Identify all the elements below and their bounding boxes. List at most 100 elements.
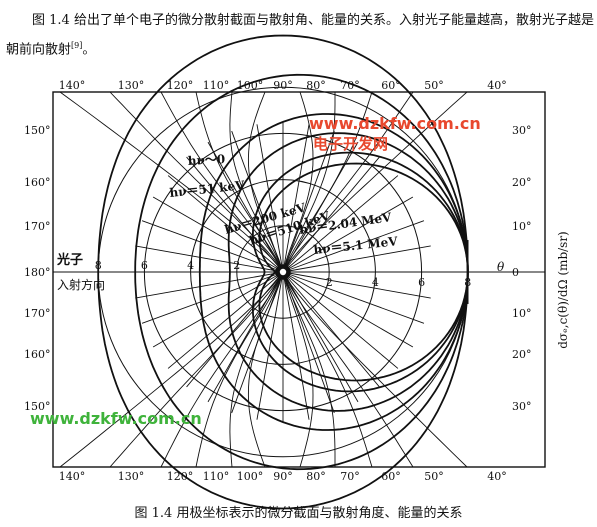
angle-arc bbox=[282, 271, 468, 468]
top-angle-label-1: 130° bbox=[118, 79, 145, 92]
bottom-angle-label-5: 90° bbox=[273, 470, 293, 483]
curve-hv-510kev bbox=[227, 132, 469, 412]
intro-reference: [9] bbox=[71, 41, 83, 50]
figure-caption: 图 1.4 用极坐标表示的微分截面与散射角度、能量的关系 bbox=[134, 506, 463, 521]
curve-hv-51kev bbox=[134, 73, 469, 471]
angle-arc bbox=[282, 92, 336, 273]
top-angle-label-4: 100° bbox=[237, 79, 264, 92]
curve-label-0: hν～0 bbox=[187, 152, 225, 168]
watermark-name: 电子开发网 bbox=[313, 135, 388, 153]
angle-arc bbox=[59, 271, 284, 468]
radial-line bbox=[282, 271, 380, 388]
tick-left-2: 2 bbox=[233, 259, 240, 272]
bottom-angle-label-8: 60° bbox=[381, 470, 401, 483]
angle-arc bbox=[282, 271, 314, 468]
left-angle-labels: 150°160°170°180°170°160°150° bbox=[24, 124, 51, 413]
bottom-angle-label-9: 50° bbox=[424, 470, 444, 483]
right-angle-label-3: 0 bbox=[512, 266, 519, 279]
bottom-angle-label-2: 120° bbox=[167, 470, 194, 483]
radial-line bbox=[207, 271, 284, 403]
radial-line bbox=[282, 196, 414, 273]
top-angle-label-3: 110° bbox=[203, 79, 230, 92]
cross-section-curves bbox=[97, 34, 469, 510]
curve-hv-200kev bbox=[198, 113, 469, 431]
angle-arc bbox=[247, 91, 284, 273]
angle-radial-lines bbox=[135, 122, 431, 422]
watermark-url-bottom: www.dzkfw.com.cn bbox=[30, 409, 202, 428]
curve-hv-2mev bbox=[252, 151, 469, 393]
radial-line bbox=[282, 220, 425, 273]
radial-line bbox=[256, 124, 284, 273]
intro-paragraph: 图 1.4 给出了单个电子的微分散射截面与散射角、能量的关系。入射光子能量越高，… bbox=[6, 8, 594, 62]
angle-arc bbox=[160, 271, 284, 468]
y-axis-label: dσₑ,c(θ)/dΩ (mb/sr) bbox=[556, 231, 570, 349]
left-angle-label-4: 170° bbox=[24, 307, 51, 320]
angle-arc bbox=[282, 271, 336, 467]
left-angle-label-1: 160° bbox=[24, 176, 51, 189]
angle-arc bbox=[229, 271, 284, 468]
left-angle-label-5: 160° bbox=[24, 348, 51, 361]
bottom-angle-label-1: 130° bbox=[118, 470, 145, 483]
radial-line bbox=[282, 271, 310, 420]
origin-marker-center bbox=[279, 268, 287, 276]
tick-right-8: 8 bbox=[464, 276, 471, 289]
top-angle-label-10: 40° bbox=[487, 79, 507, 92]
tick-left-8: 8 bbox=[95, 259, 102, 272]
right-angle-label-5: 20° bbox=[512, 348, 532, 361]
photon-label: 光子 bbox=[56, 252, 83, 268]
curve-label-51kev: hν＝51 keV bbox=[169, 178, 246, 200]
radial-line bbox=[152, 196, 284, 273]
angle-arc bbox=[282, 91, 414, 273]
bottom-angle-label-3: 110° bbox=[203, 470, 230, 483]
radial-line bbox=[135, 245, 284, 273]
bottom-angle-label-4: 100° bbox=[237, 470, 264, 483]
right-angle-label-6: 30° bbox=[512, 400, 532, 413]
radial-line bbox=[282, 271, 399, 369]
radial-line bbox=[282, 156, 380, 273]
angle-arc bbox=[160, 91, 284, 273]
radial-line bbox=[141, 271, 284, 324]
radial-line bbox=[282, 271, 414, 348]
radial-line bbox=[231, 271, 284, 414]
radial-line bbox=[186, 156, 284, 273]
radial-line bbox=[207, 141, 284, 273]
curve-hv-5mev bbox=[258, 162, 469, 382]
top-angle-label-6: 80° bbox=[306, 79, 326, 92]
angle-arc bbox=[229, 91, 284, 273]
right-angle-labels: 30°20°10°010°20°30° bbox=[512, 124, 532, 413]
bottom-angle-label-0: 140° bbox=[59, 470, 86, 483]
top-angle-label-0: 140° bbox=[59, 79, 86, 92]
top-angle-label-8: 60° bbox=[381, 79, 401, 92]
radial-line bbox=[282, 124, 310, 273]
bottom-angle-label-7: 70° bbox=[340, 470, 360, 483]
top-angle-label-9: 50° bbox=[424, 79, 444, 92]
right-angle-label-1: 20° bbox=[512, 176, 532, 189]
top-angle-label-2: 120° bbox=[167, 79, 194, 92]
left-angle-label-0: 150° bbox=[24, 124, 51, 137]
left-angle-label-6: 150° bbox=[24, 400, 51, 413]
right-angle-label-2: 10° bbox=[512, 220, 532, 233]
intro-text: 图 1.4 给出了单个电子的微分散射截面与散射角、能量的关系。入射光子能量越高，… bbox=[6, 13, 594, 58]
tick-right-4: 4 bbox=[372, 276, 379, 289]
curve-hv-0 bbox=[97, 34, 469, 510]
diagram-frame bbox=[52, 91, 546, 468]
radial-line bbox=[231, 130, 284, 273]
tick-right-6: 6 bbox=[418, 276, 425, 289]
angle-arc bbox=[109, 271, 284, 468]
radius-ring-4 bbox=[190, 179, 376, 365]
tick-left-4: 4 bbox=[187, 259, 194, 272]
radial-line bbox=[282, 271, 431, 299]
angle-arc bbox=[59, 91, 284, 273]
watermark-url-top: www.dzkfw.com.cn bbox=[309, 114, 481, 133]
radius-ring-2 bbox=[236, 225, 330, 319]
top-angle-label-7: 70° bbox=[340, 79, 360, 92]
radial-line bbox=[141, 220, 284, 273]
intro-end: 。 bbox=[82, 42, 96, 58]
right-angle-label-4: 10° bbox=[512, 307, 532, 320]
theta-label: θ bbox=[497, 260, 505, 274]
radius-ring-6 bbox=[143, 132, 423, 412]
bottom-angle-label-10: 40° bbox=[487, 470, 507, 483]
angle-arc bbox=[282, 271, 373, 468]
